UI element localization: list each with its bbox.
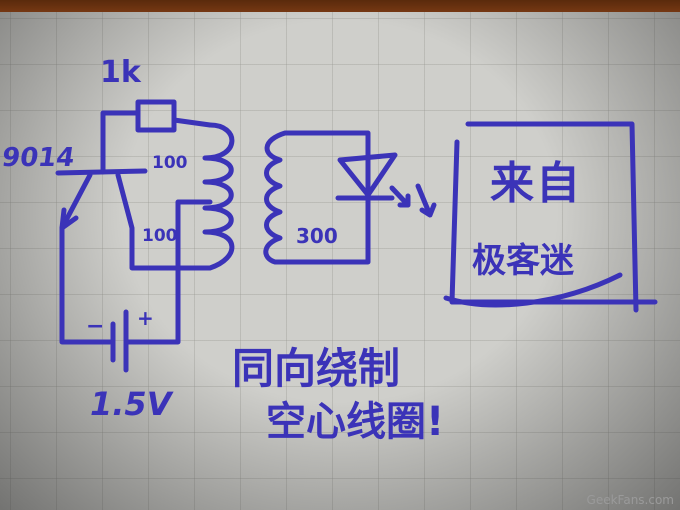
box-text-line1: 来自 xyxy=(490,158,582,209)
feedback-turns-label: 100 xyxy=(142,226,178,246)
battery-plus-label: + xyxy=(137,306,154,330)
watermark: GeekFans.com xyxy=(586,493,674,507)
note-line1: 同向绕制 xyxy=(232,344,401,393)
secondary-turns-label: 300 xyxy=(296,224,338,248)
battery-voltage-label: 1.5V xyxy=(90,385,172,423)
resistor-coil-wire xyxy=(171,117,213,128)
led-triangle xyxy=(337,152,398,198)
base-wire xyxy=(100,110,141,175)
primary-coil xyxy=(165,122,235,271)
battery-negative-wire xyxy=(59,225,113,345)
light-arrow-icon xyxy=(389,185,411,208)
box-border-top-right xyxy=(465,121,639,313)
desk-edge xyxy=(0,0,680,14)
secondary-coil xyxy=(263,130,371,265)
emitter-arrow-icon xyxy=(59,207,79,231)
box-text-line2: 极客迷 xyxy=(472,241,574,281)
transistor-label: 9014 xyxy=(0,143,77,173)
resistor-label: 1k xyxy=(100,55,141,90)
transistor-base-bar xyxy=(55,168,148,176)
note-line2: 空心线圈! xyxy=(266,399,445,445)
resistor-symbol xyxy=(135,99,177,133)
battery-positive-wire xyxy=(125,265,181,345)
battery-minus-label: − xyxy=(86,314,105,339)
light-arrow-icon xyxy=(415,183,437,218)
box-underline-swoosh xyxy=(443,272,623,308)
coil-center-tap xyxy=(175,199,213,271)
transistor-emitter xyxy=(59,172,93,231)
primary-turns-label: 100 xyxy=(152,153,188,173)
transistor-collector xyxy=(115,172,171,271)
